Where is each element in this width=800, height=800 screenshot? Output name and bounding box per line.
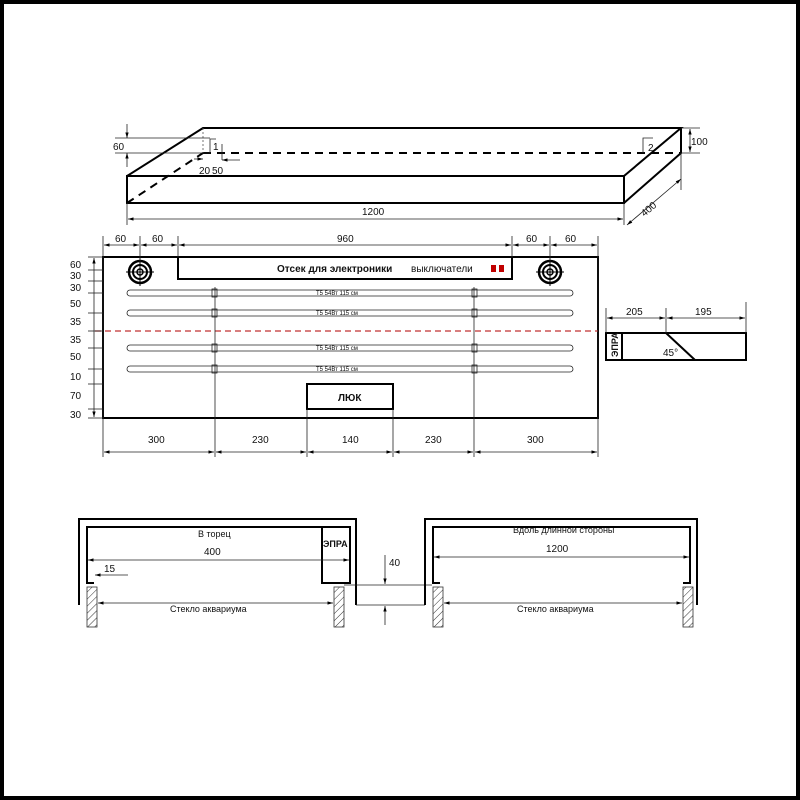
- isometric-view: 1 2 60 20 50 100 1200 400: [113, 124, 708, 226]
- glass-right: [682, 586, 694, 628]
- dim-left: 10: [70, 372, 82, 383]
- hatch-label: ЛЮК: [338, 393, 362, 404]
- switches-label: выключатели: [411, 264, 473, 275]
- marker-2: 2: [648, 143, 654, 154]
- ballast-label: ЭПРА: [610, 332, 620, 357]
- dim-20: 20: [199, 166, 211, 177]
- section-title: Вдоль длинной стороны: [513, 525, 614, 535]
- electronics-label: Отсек для электроники: [277, 264, 392, 275]
- tube-2: T5 54Вт 115 см: [126, 308, 574, 318]
- section-end: ЭПРА В торец 400 15 Стекло аквариума: [78, 518, 357, 628]
- dim-top: 60: [115, 234, 127, 245]
- angle-label: 45°: [663, 348, 678, 359]
- dim-line: [626, 178, 682, 226]
- dim-top: 60: [152, 234, 164, 245]
- fan-right-icon: [536, 258, 564, 286]
- dim-40: 40: [389, 558, 401, 569]
- dim-left: 70: [70, 391, 82, 402]
- dim-left: 30: [70, 410, 82, 421]
- glass-right: [333, 586, 345, 628]
- dim-60: 60: [113, 142, 125, 153]
- section-title: В торец: [198, 529, 231, 539]
- dim-bottom: 230: [252, 435, 269, 446]
- fan-left-icon: [126, 258, 154, 286]
- dim-bottom: 140: [342, 435, 359, 446]
- profile-2: [642, 137, 653, 153]
- glass-left: [86, 586, 98, 628]
- marker-1: 1: [213, 142, 219, 153]
- dim-left: 35: [70, 317, 82, 328]
- side-profile: [605, 332, 747, 361]
- tube-label: T5 54Вт 115 см: [316, 291, 358, 297]
- section-long: Вдоль длинной стороны 1200 Стекло аквари…: [424, 518, 698, 628]
- dim-1200: 1200: [546, 544, 569, 555]
- dim-top: 60: [565, 234, 577, 245]
- tube-label: T5 54Вт 115 см: [316, 346, 358, 352]
- dim-50: 50: [212, 166, 224, 177]
- left-dimension-ticks: [88, 269, 103, 410]
- tube-1: T5 54Вт 115 см: [126, 288, 574, 298]
- tube-4: T5 54Вт 115 см: [126, 364, 574, 374]
- dim-left: 50: [70, 299, 82, 310]
- glass-label: Стекло аквариума: [170, 604, 247, 614]
- profile-1: [203, 138, 216, 154]
- dim-1200: 1200: [362, 207, 385, 218]
- dim-400: 400: [204, 547, 221, 558]
- hidden-edge-diagonal: [126, 152, 204, 204]
- dim-left: 50: [70, 352, 82, 363]
- tube-label: T5 54Вт 115 см: [316, 311, 358, 317]
- dim-bottom: 300: [148, 435, 165, 446]
- technical-drawing: 1 2 60 20 50 100 1200 400 Отсек для эл: [70, 124, 747, 628]
- ballast-box: [321, 526, 351, 584]
- glass-left: [432, 586, 444, 628]
- dim-top: 960: [337, 234, 354, 245]
- dim-205: 205: [626, 307, 643, 318]
- drawing-sheet: 1 2 60 20 50 100 1200 400 Отсек для эл: [4, 4, 796, 796]
- glass-label: Стекло аквариума: [517, 604, 594, 614]
- dim-400: 400: [639, 200, 659, 219]
- dim-left: 30: [70, 283, 82, 294]
- dim-195: 195: [695, 307, 712, 318]
- electronics-compartment: [177, 256, 513, 280]
- tube-3: T5 54Вт 115 см: [126, 343, 574, 353]
- side-dimension-lines: [605, 302, 747, 333]
- dim-bottom: 230: [425, 435, 442, 446]
- dim-100: 100: [691, 137, 708, 148]
- switch-2: [499, 265, 504, 272]
- dim-left: 30: [70, 271, 82, 282]
- dim-left: 60: [70, 260, 82, 271]
- side-view: ЭПРА 45° 205 195: [605, 302, 747, 361]
- ballast-label: ЭПРА: [323, 539, 348, 549]
- box-right-edges: [623, 128, 682, 204]
- dim-15: 15: [104, 564, 116, 575]
- dim-top: 60: [526, 234, 538, 245]
- plan-view: Отсек для электроники выключатели T5 54В…: [70, 234, 599, 457]
- tube-label: T5 54Вт 115 см: [316, 367, 358, 373]
- dim-left: 35: [70, 335, 82, 346]
- gap-dimension: 40: [344, 555, 432, 625]
- dim-bottom: 300: [527, 435, 544, 446]
- section-long-profile: [424, 518, 698, 605]
- box-front-face: [126, 175, 625, 204]
- switch-1: [491, 265, 496, 272]
- construction-lines: [88, 236, 599, 457]
- hatch-opening: [306, 383, 394, 410]
- bevel-45: [665, 332, 696, 361]
